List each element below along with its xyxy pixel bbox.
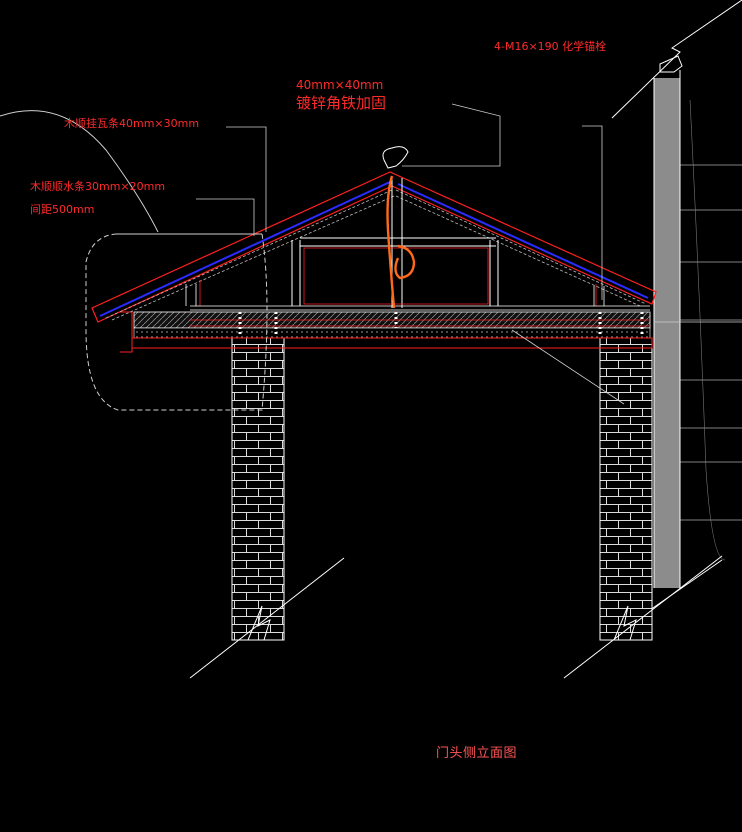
spacing-label: 间距500mm	[30, 203, 95, 216]
right-column-break	[563, 555, 723, 679]
leader-anchor-bolt	[582, 125, 603, 300]
truss-red-box	[199, 247, 597, 306]
roof-underlay-right	[397, 183, 649, 299]
right-brick-column	[599, 337, 653, 641]
wall-break-top	[611, 0, 742, 119]
drawing-title: 门头侧立面图	[436, 746, 518, 761]
truss-posts	[291, 178, 499, 308]
wall-edge	[653, 70, 681, 588]
angle-steel-desc-label: 镀锌角铁加固	[296, 94, 387, 112]
leader-lines	[196, 103, 742, 405]
left-brick-column	[231, 337, 285, 641]
roof	[91, 146, 657, 323]
leader-angle-steel	[402, 103, 501, 167]
leader-water-batten	[196, 198, 255, 236]
highlight-markings	[386, 175, 416, 309]
roof-tile-right	[395, 189, 647, 307]
roof-beam	[120, 311, 653, 353]
angle-steel-size-label: 40mm×40mm	[296, 78, 384, 92]
leader-right-a	[511, 329, 625, 405]
water-batten-label: 木顺顺水条30mm×20mm	[30, 180, 166, 193]
left-column-break	[189, 557, 345, 679]
wall-break-bottom	[649, 559, 723, 611]
brick-columns	[189, 337, 723, 679]
wall-cap	[659, 55, 683, 73]
roof-red-outline	[91, 171, 657, 323]
detail-callout-bubble	[85, 233, 268, 411]
truss-joists	[190, 305, 650, 311]
roof-underlay-left	[99, 181, 391, 317]
callout-curve	[0, 110, 159, 233]
anchor-bolt-label: 4-M16×190 化学锚栓	[494, 40, 607, 53]
wall-dimension	[689, 99, 726, 561]
wall-face	[654, 78, 680, 588]
angle-steel-highlight	[386, 175, 416, 309]
beam-red-outline	[120, 311, 653, 353]
tile-batten-label: 木顺挂瓦条40mm×30mm	[64, 117, 200, 130]
roof-tile-left	[105, 189, 395, 321]
bolt-marks	[238, 312, 644, 336]
roof-ridge-ornament	[382, 146, 409, 169]
existing-wall	[611, 0, 742, 611]
leader-tile-batten	[226, 126, 267, 232]
truss-collar	[300, 237, 496, 247]
wall-ticks	[680, 164, 742, 521]
truss-small-posts	[185, 284, 605, 306]
anchor-bolts	[238, 312, 644, 336]
beam-dots	[133, 327, 651, 339]
truss-frame	[185, 178, 650, 311]
